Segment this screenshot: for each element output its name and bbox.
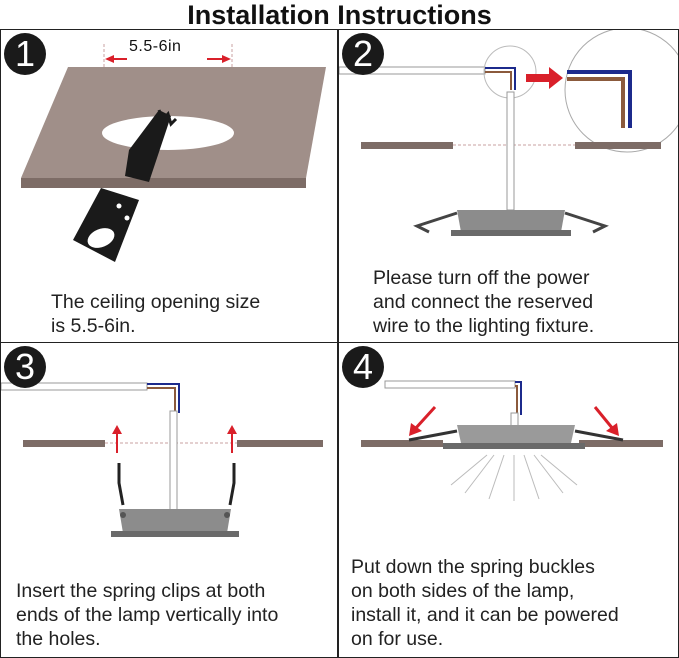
step-caption: Insert the spring clips at both ends of … bbox=[16, 580, 279, 650]
brown-wire bbox=[567, 77, 625, 128]
ceiling-cut-illustration bbox=[21, 44, 326, 262]
lamp-rim bbox=[111, 531, 239, 537]
reserved-cable bbox=[1, 382, 148, 391]
down-arrow-left-icon bbox=[409, 423, 422, 436]
step-caption: Put down the spring buckles on both side… bbox=[351, 556, 619, 650]
wire-connection-illustration bbox=[339, 30, 678, 236]
spring-clip-insert-illustration bbox=[1, 382, 323, 537]
opening-size-label: 5.5-6in bbox=[129, 38, 182, 55]
ceiling-right bbox=[575, 142, 661, 149]
down-arrow-right-icon bbox=[606, 423, 619, 436]
reserved-cable bbox=[339, 66, 486, 75]
saw-handle-icon bbox=[73, 188, 139, 262]
ceiling-hole bbox=[102, 116, 234, 150]
lamp-body bbox=[119, 509, 231, 533]
step-caption: Please turn off the power and connect th… bbox=[373, 267, 595, 337]
lamp-body bbox=[457, 210, 565, 232]
step-number-badge: 4 bbox=[342, 346, 384, 388]
lamp-rim bbox=[443, 443, 585, 449]
spring-clip-left-icon bbox=[117, 463, 125, 506]
lamp-installed-illustration bbox=[361, 380, 663, 501]
up-arrow-right-icon bbox=[227, 425, 237, 434]
step-4-panel: 4 Put down the spring buckles on both si… bbox=[338, 342, 679, 658]
step-number-badge: 3 bbox=[4, 346, 46, 388]
spring-buckle-left-icon bbox=[408, 429, 458, 442]
ceiling-board-edge bbox=[21, 178, 306, 188]
down-cable bbox=[169, 410, 178, 512]
spring-clip-left-icon bbox=[413, 211, 458, 234]
step-1-panel: 1 5.5-6in The ceiling opening size is 5.… bbox=[0, 29, 338, 345]
step-caption: The ceiling opening size is 5.5-6in. bbox=[51, 291, 261, 337]
light-rays-icon bbox=[450, 454, 578, 501]
saw-blade bbox=[125, 110, 171, 182]
step-number-badge: 1 bbox=[4, 33, 46, 75]
spring-clip-right-icon bbox=[564, 211, 609, 234]
dimension-arrow-left-icon bbox=[105, 55, 114, 63]
zoom-arrow-icon bbox=[526, 67, 563, 89]
ceiling-right bbox=[237, 440, 323, 447]
up-arrow-left-icon bbox=[112, 425, 122, 434]
page-title: Installation Instructions bbox=[187, 0, 492, 30]
dimension-arrow-right-icon bbox=[222, 55, 231, 63]
blue-wire bbox=[567, 70, 632, 128]
spring-clip-right-icon bbox=[228, 463, 236, 506]
ceiling-left bbox=[361, 142, 453, 149]
ceiling-right bbox=[579, 440, 663, 447]
down-cable bbox=[506, 91, 515, 211]
step-2-panel: 2 Please turn off the power and connect … bbox=[338, 29, 679, 345]
reserved-cable bbox=[384, 380, 516, 389]
spring-buckle-right-icon bbox=[574, 429, 624, 442]
ceiling-left bbox=[23, 440, 105, 447]
lamp-body bbox=[457, 425, 575, 443]
ceiling-left bbox=[361, 440, 443, 447]
lamp-rim bbox=[451, 230, 571, 236]
step-number-badge: 2 bbox=[342, 33, 384, 75]
step-3-panel: 3 Insert the spring clips at both ends o… bbox=[0, 342, 338, 658]
